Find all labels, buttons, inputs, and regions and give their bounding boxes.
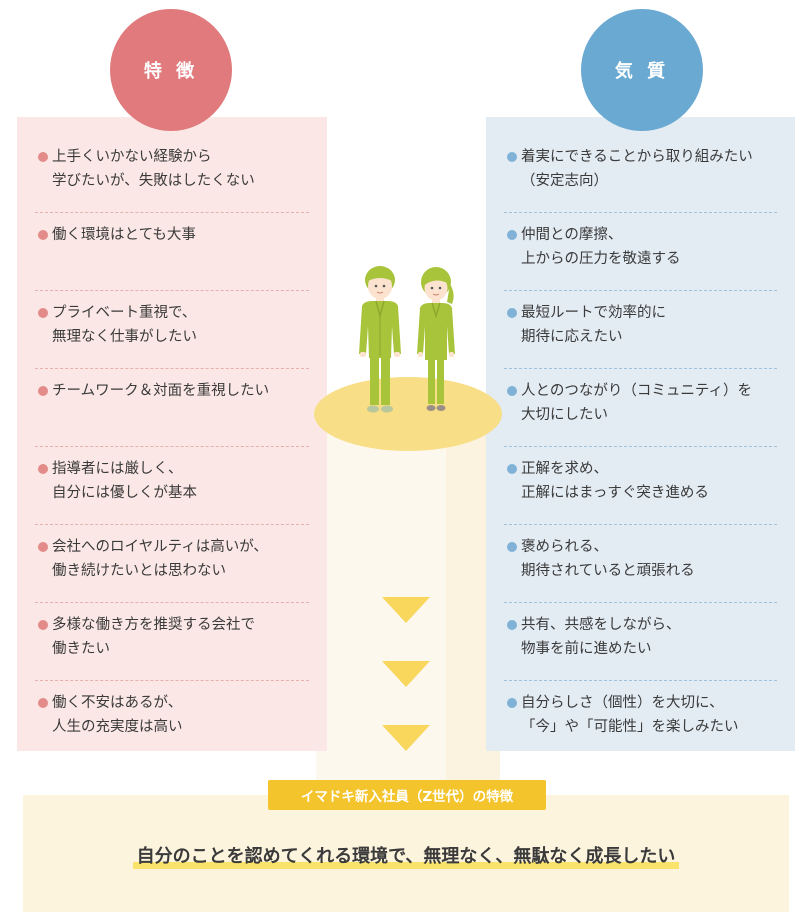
down-arrow-icon: [382, 725, 430, 751]
list-item: 人とのつながり（コミュニティ）を 大切にしたい: [504, 369, 777, 447]
list-item-text: 褒められる、 期待されていると頑張れる: [521, 539, 695, 579]
new-employees-illustration: [359, 266, 455, 413]
list-item-text: 働く環境はとても大事: [52, 227, 196, 243]
bullet-dot: [507, 152, 517, 162]
down-arrow-icon: [382, 597, 430, 623]
list-item: 正解を求め、 正解にはまっすぐ突き進める: [504, 447, 777, 525]
list-item: プライベート重視で、 無理なく仕事がしたい: [35, 291, 309, 369]
left-header-label: 特 徴: [143, 61, 199, 82]
list-item: 着実にできることから取り組みたい （安定志向）: [504, 135, 777, 213]
pillar-top-ellipse: [314, 377, 502, 451]
summary-text: 自分のことを認めてくれる環境で、無理なく、無駄なく成長したい: [132, 846, 680, 869]
left-header-circle: 特 徴: [110, 9, 232, 131]
list-item: 働く環境はとても大事: [35, 213, 309, 291]
list-item-text: 上手くいかない経験から 学びたいが、失敗はしたくない: [52, 149, 255, 189]
list-item: 共有、共感をしながら、 物事を前に進めたい: [504, 603, 777, 681]
bullet-dot: [507, 464, 517, 474]
bullet-dot: [38, 230, 48, 240]
down-arrow-icon: [382, 661, 430, 687]
male-figure-icon: [359, 266, 401, 413]
bullet-dot: [507, 620, 517, 630]
list-item-text: 仲間との摩擦、 上からの圧力を敬遠する: [521, 227, 681, 267]
bullet-dot: [507, 386, 517, 396]
bullet-dot: [507, 308, 517, 318]
list-item: 会社へのロイヤルティは高いが、 働き続けたいとは思わない: [35, 525, 309, 603]
list-item-text: 人とのつながり（コミュニティ）を 大切にしたい: [521, 383, 752, 423]
characteristics-panel: 上手くいかない経験から 学びたいが、失敗はしたくない 働く環境はとても大事 プラ…: [17, 117, 327, 751]
list-item-text: 会社へのロイヤルティは高いが、 働き続けたいとは思わない: [52, 539, 268, 579]
right-header-label: 気 質: [614, 61, 670, 82]
list-item-text: 多様な働き方を推奨する会社で 働きたい: [52, 617, 255, 657]
bullet-dot: [38, 620, 48, 630]
bullet-dot: [38, 698, 48, 708]
list-item: 上手くいかない経験から 学びたいが、失敗はしたくない: [35, 135, 309, 213]
list-item-text: 自分らしさ（個性）を大切に、 「今」や「可能性」を楽しみたい: [521, 695, 739, 735]
summary-label: イマドキ新入社員（Z世代）の特徴: [268, 780, 546, 810]
bullet-dot: [38, 152, 48, 162]
list-item: 褒められる、 期待されていると頑張れる: [504, 525, 777, 603]
bullet-dot: [507, 698, 517, 708]
list-item: 自分らしさ（個性）を大切に、 「今」や「可能性」を楽しみたい: [504, 681, 777, 759]
bullet-dot: [507, 230, 517, 240]
list-item-text: プライベート重視で、 無理なく仕事がしたい: [52, 305, 197, 345]
list-item: 仲間との摩擦、 上からの圧力を敬遠する: [504, 213, 777, 291]
summary-text-container: 自分のことを認めてくれる環境で、無理なく、無駄なく成長したい: [0, 842, 812, 869]
list-item: 働く不安はあるが、 人生の充実度は高い: [35, 681, 309, 759]
bullet-dot: [38, 386, 48, 396]
bullet-dot: [38, 542, 48, 552]
list-item: チームワーク＆対面を重視したい: [35, 369, 309, 447]
list-item: 多様な働き方を推奨する会社で 働きたい: [35, 603, 309, 681]
list-item: 最短ルートで効率的に 期待に応えたい: [504, 291, 777, 369]
list-item-text: 正解を求め、 正解にはまっすぐ突き進める: [521, 461, 709, 501]
list-item-text: 共有、共感をしながら、 物事を前に進めたい: [521, 617, 681, 657]
right-header-circle: 気 質: [581, 9, 703, 131]
bullet-dot: [38, 308, 48, 318]
female-figure-icon: [417, 267, 455, 411]
list-item: 指導者には厳しく、 自分には優しくが基本: [35, 447, 309, 525]
list-item-text: 指導者には厳しく、 自分には優しくが基本: [52, 461, 197, 501]
temperament-panel: 着実にできることから取り組みたい （安定志向） 仲間との摩擦、 上からの圧力を敬…: [486, 117, 795, 751]
list-item-text: チームワーク＆対面を重視したい: [52, 383, 270, 399]
bullet-dot: [38, 464, 48, 474]
list-item-text: 着実にできることから取り組みたい （安定志向）: [521, 149, 753, 189]
list-item-text: 最短ルートで効率的に 期待に応えたい: [521, 305, 666, 345]
bullet-dot: [507, 542, 517, 552]
list-item-text: 働く不安はあるが、 人生の充実度は高い: [52, 695, 183, 735]
